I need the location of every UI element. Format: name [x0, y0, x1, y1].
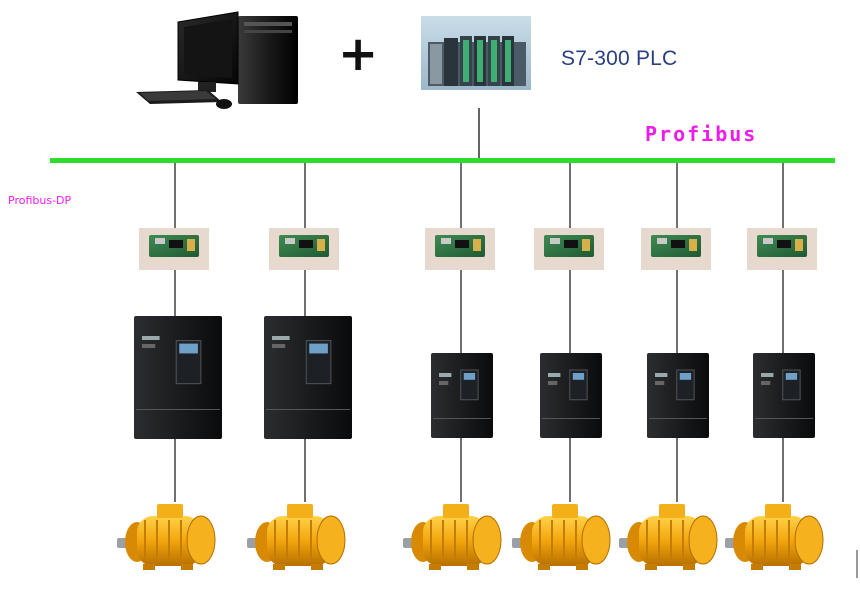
plc-label: S7-300 PLC [561, 47, 678, 70]
s7-300-plc-rack-icon [421, 16, 531, 90]
electric-motor-icon [619, 504, 718, 570]
desktop-computer-icon [136, 11, 298, 109]
profibus-line [50, 158, 835, 163]
frequency-inverter-icon [264, 316, 352, 439]
electric-motor-icon [512, 504, 611, 570]
drive-node [512, 163, 611, 570]
electric-motor-icon [725, 504, 824, 570]
drive-node [117, 163, 222, 570]
profibus-dp-label: Profibus-DP [8, 194, 72, 207]
plus-sign: + [338, 26, 379, 82]
drive-node [247, 163, 352, 570]
drive-nodes [117, 163, 824, 570]
profibus-label: Profibus [645, 122, 758, 146]
profibus-dp-card-icon [269, 228, 339, 270]
electric-motor-icon [117, 504, 216, 570]
frequency-inverter-icon [647, 353, 709, 438]
frequency-inverter-icon [134, 316, 222, 439]
profibus-dp-card-icon [139, 228, 209, 270]
drive-node [403, 163, 502, 570]
profibus-dp-card-icon [641, 228, 711, 270]
profibus-dp-card-icon [747, 228, 817, 270]
frequency-inverter-icon [540, 353, 602, 438]
frequency-inverter-icon [431, 353, 493, 438]
frequency-inverter-icon [753, 353, 815, 438]
electric-motor-icon [247, 504, 346, 570]
electric-motor-icon [403, 504, 502, 570]
drive-node [725, 163, 824, 570]
drive-node [619, 163, 718, 570]
profibus-dp-card-icon [425, 228, 495, 270]
profibus-dp-card-icon [534, 228, 604, 270]
